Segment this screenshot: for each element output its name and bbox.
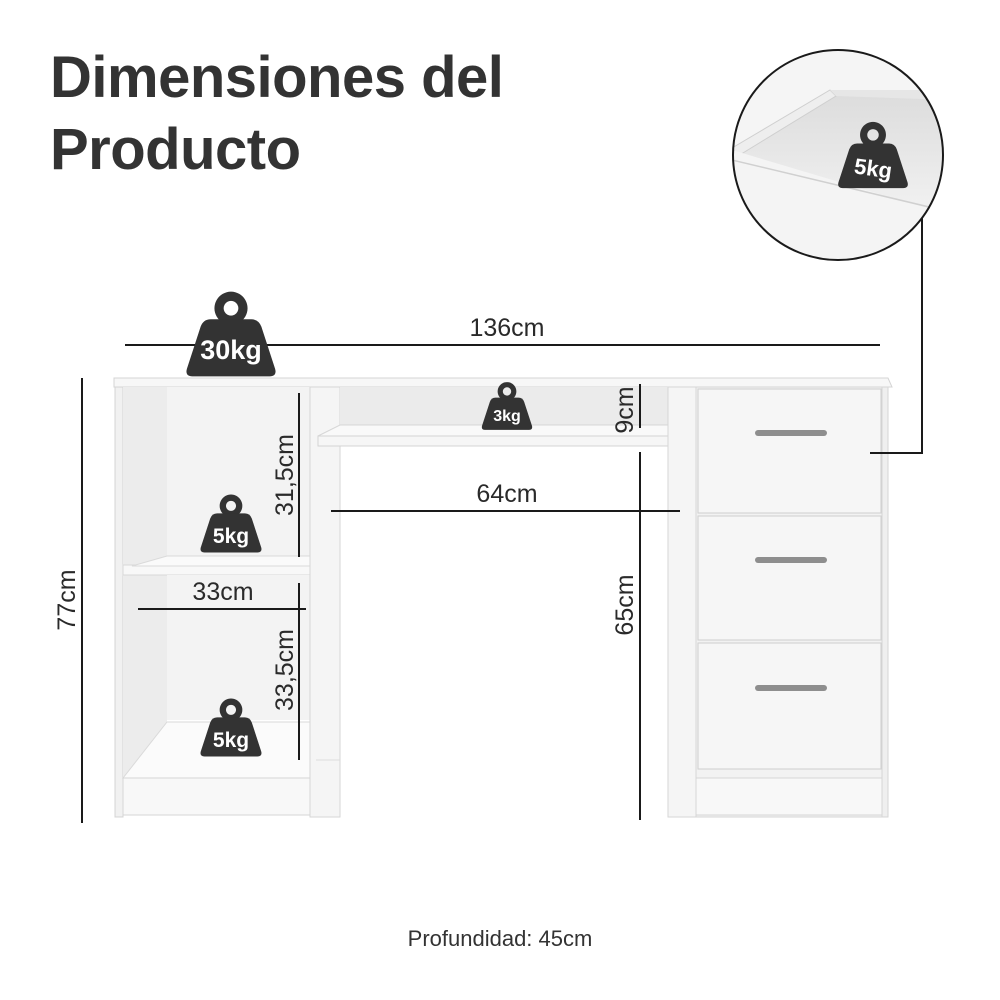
lower-niche-label: 33,5cm: [271, 629, 299, 711]
depth-footer: Profundidad: 45cm: [407, 926, 593, 951]
shelf-gap-label: 9cm: [611, 386, 639, 433]
weight-upper-niche-label: 5kg: [213, 525, 249, 548]
width-label: 136cm: [469, 314, 544, 342]
drawer-handle: [755, 557, 827, 563]
weight-lower-niche-label: 5kg: [213, 729, 249, 752]
dimension-lines: [81, 218, 923, 823]
left-cabinet-side: [114, 386, 124, 818]
zoom-connector-line: [870, 218, 923, 454]
drawer-bottom: [697, 642, 882, 770]
drawer-handle: [755, 430, 827, 436]
drawer-middle: [697, 515, 882, 641]
height-label: 77cm: [53, 569, 81, 630]
page-title: Dimensiones del Producto: [50, 42, 504, 186]
weight-badge-lower-niche: 5kg: [200, 698, 262, 757]
title-line-1: Dimensiones del: [50, 45, 504, 110]
zoom-circle-border: [732, 49, 944, 261]
knee-width-label: 64cm: [476, 480, 537, 508]
title-line-2: Producto: [50, 117, 301, 182]
weight-shelf-label: 3kg: [493, 408, 521, 425]
upper-niche-label: 31,5cm: [271, 434, 299, 516]
drawer-top: [697, 388, 882, 514]
weight-badge-upper-niche: 5kg: [200, 494, 262, 553]
weight-badge-shelf: 3kg: [481, 382, 533, 430]
weight-top-label: 30kg: [200, 335, 262, 365]
drawer-zoom-callout: 5kg: [732, 49, 944, 261]
drawer-handle: [755, 685, 827, 691]
weight-badge-top: 30kg: [186, 291, 276, 377]
niche-width-label: 33cm: [192, 578, 253, 606]
knee-height-label: 65cm: [611, 574, 639, 635]
dimension-labels: 136cm 77cm 31,5cm 33,5cm 33cm 64cm 9cm 6…: [53, 314, 639, 711]
weight-drawer-label: 5kg: [853, 153, 894, 183]
